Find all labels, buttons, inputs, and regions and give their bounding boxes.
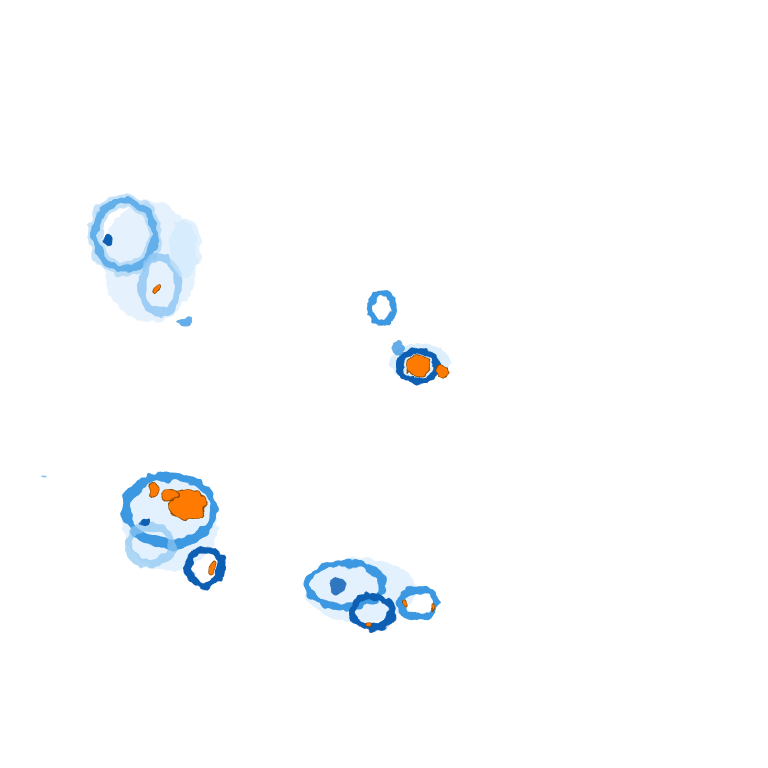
blob-top-left — [88, 194, 201, 326]
blob-bottom-center — [303, 558, 440, 632]
blob-bottom-left — [41, 471, 226, 589]
blob-center-right — [367, 290, 450, 384]
